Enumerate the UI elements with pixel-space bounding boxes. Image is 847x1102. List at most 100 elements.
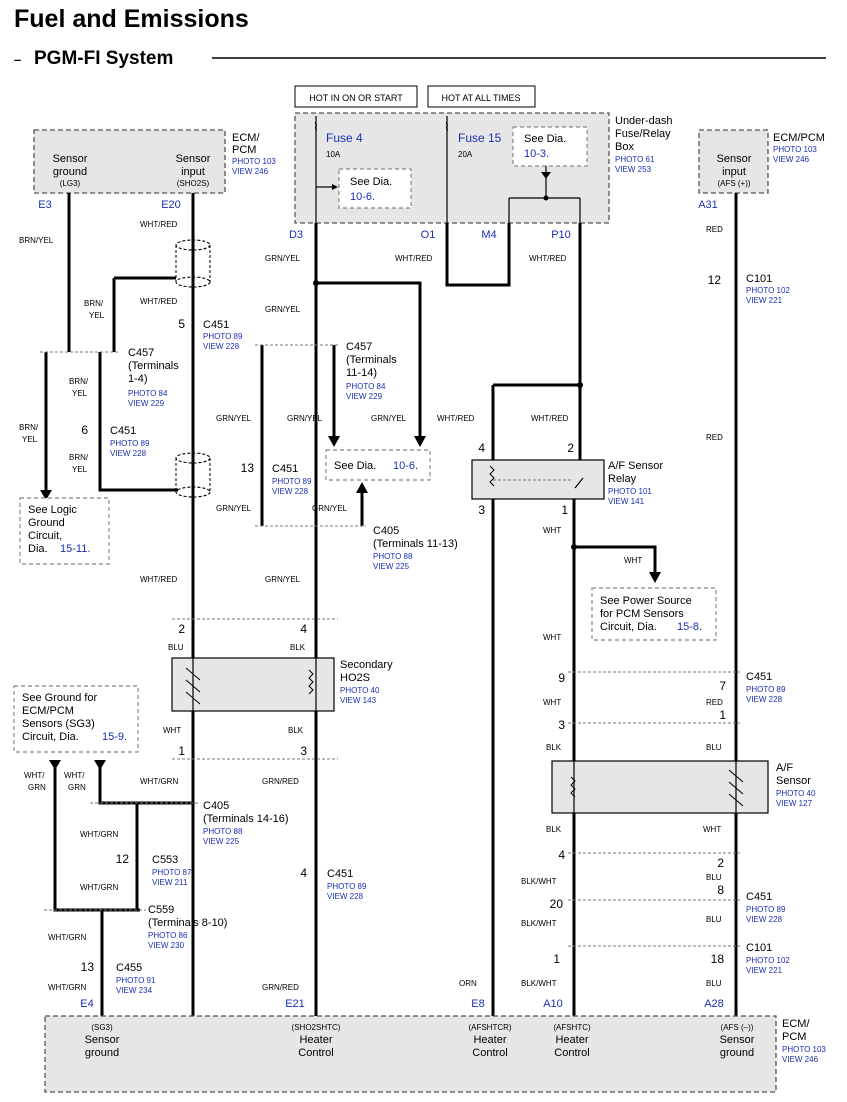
svg-text:PHOTO 101: PHOTO 101 bbox=[608, 487, 652, 496]
svg-text:ground: ground bbox=[720, 1047, 754, 1059]
svg-text:VIEW 221: VIEW 221 bbox=[746, 966, 783, 975]
svg-text:GRN/YEL: GRN/YEL bbox=[216, 504, 252, 513]
svg-text:20A: 20A bbox=[458, 150, 473, 159]
svg-text:E21: E21 bbox=[285, 998, 305, 1010]
see-dia-10-6-center-box bbox=[325, 449, 431, 481]
svg-text:WHT: WHT bbox=[543, 526, 561, 535]
svg-text:(LG3): (LG3) bbox=[60, 179, 81, 188]
svg-text:BLK: BLK bbox=[288, 726, 304, 735]
svg-text:PHOTO 103: PHOTO 103 bbox=[232, 157, 276, 166]
svg-text:PHOTO 89: PHOTO 89 bbox=[110, 439, 150, 448]
see-power-source-box bbox=[591, 587, 717, 641]
svg-text:WHT/: WHT/ bbox=[64, 771, 85, 780]
svg-text:GRN/YEL: GRN/YEL bbox=[265, 305, 301, 314]
svg-text:BLK: BLK bbox=[290, 643, 306, 652]
svg-text:Fuse/Relay: Fuse/Relay bbox=[615, 128, 671, 140]
svg-text:VIEW 230: VIEW 230 bbox=[148, 941, 185, 950]
svg-text:Sensor: Sensor bbox=[720, 1034, 755, 1046]
svg-text:15-9.: 15-9. bbox=[102, 731, 127, 743]
hot-on-start-box bbox=[294, 85, 418, 108]
svg-text:WHT: WHT bbox=[543, 698, 561, 707]
svg-text:PHOTO 84: PHOTO 84 bbox=[128, 389, 168, 398]
svg-text:ECM/: ECM/ bbox=[782, 1018, 810, 1030]
svg-text:C455: C455 bbox=[116, 962, 142, 974]
svg-text:13: 13 bbox=[241, 461, 255, 475]
svg-text:4: 4 bbox=[300, 622, 307, 636]
svg-text:BLU: BLU bbox=[706, 915, 722, 924]
svg-text:VIEW 228: VIEW 228 bbox=[110, 449, 147, 458]
svg-text:BLK: BLK bbox=[546, 825, 562, 834]
svg-text:WHT/: WHT/ bbox=[24, 771, 45, 780]
svg-text:WHT: WHT bbox=[624, 556, 642, 565]
svg-text:Sensor: Sensor bbox=[85, 1034, 120, 1046]
svg-text:WHT: WHT bbox=[543, 633, 561, 642]
svg-text:PHOTO 89: PHOTO 89 bbox=[746, 685, 786, 694]
svg-text:GRN/RED: GRN/RED bbox=[262, 983, 299, 992]
svg-text:BRN/: BRN/ bbox=[69, 377, 89, 386]
page-title: Fuel and Emissions bbox=[14, 5, 249, 33]
svg-text:YEL: YEL bbox=[72, 465, 88, 474]
svg-text:⌇: ⌇ bbox=[313, 120, 319, 134]
svg-text:GRN/YEL: GRN/YEL bbox=[371, 414, 407, 423]
svg-text:WHT/RED: WHT/RED bbox=[140, 575, 178, 584]
svg-text:4: 4 bbox=[558, 848, 565, 862]
secondary-ho2s-box bbox=[171, 657, 335, 712]
svg-text:GRN/YEL: GRN/YEL bbox=[312, 504, 348, 513]
svg-text:BLU: BLU bbox=[706, 743, 722, 752]
svg-text:18: 18 bbox=[711, 952, 725, 966]
svg-text:M4: M4 bbox=[481, 229, 496, 241]
svg-text:GRN/YEL: GRN/YEL bbox=[287, 414, 323, 423]
svg-text:9: 9 bbox=[558, 671, 565, 685]
svg-text:Circuit,: Circuit, bbox=[28, 530, 62, 542]
svg-text:RED: RED bbox=[706, 698, 723, 707]
svg-text:GRN/YEL: GRN/YEL bbox=[265, 575, 301, 584]
svg-text:PCM: PCM bbox=[782, 1031, 806, 1043]
svg-text:C451: C451 bbox=[327, 868, 353, 880]
svg-text:10-6.: 10-6. bbox=[350, 191, 375, 203]
svg-text:4: 4 bbox=[300, 866, 307, 880]
svg-text:BLK/WHT: BLK/WHT bbox=[521, 877, 557, 886]
svg-text:Control: Control bbox=[554, 1047, 589, 1059]
svg-text:VIEW 234: VIEW 234 bbox=[116, 986, 153, 995]
svg-text:Under-dash: Under-dash bbox=[615, 115, 672, 127]
svg-text:PHOTO 40: PHOTO 40 bbox=[776, 789, 816, 798]
svg-text:See Dia.: See Dia. bbox=[524, 133, 566, 145]
svg-text:PHOTO 103: PHOTO 103 bbox=[773, 145, 817, 154]
svg-text:GRN: GRN bbox=[68, 783, 86, 792]
svg-text:Heater: Heater bbox=[473, 1034, 506, 1046]
svg-text:(AFS (–)): (AFS (–)) bbox=[721, 1023, 754, 1032]
svg-text:Sensors (SG3): Sensors (SG3) bbox=[22, 718, 95, 730]
svg-text:E8: E8 bbox=[471, 998, 484, 1010]
svg-text:(Terminals 11-13): (Terminals 11-13) bbox=[373, 538, 458, 550]
svg-text:VIEW 246: VIEW 246 bbox=[232, 167, 269, 176]
svg-text:VIEW 127: VIEW 127 bbox=[776, 799, 813, 808]
svg-text:PHOTO 89: PHOTO 89 bbox=[203, 332, 243, 341]
svg-text:(AFS (+)): (AFS (+)) bbox=[717, 179, 750, 188]
svg-text:WHT/GRN: WHT/GRN bbox=[80, 830, 118, 839]
svg-text:4: 4 bbox=[478, 441, 485, 455]
fuse-4-label: Fuse 4 bbox=[326, 131, 363, 145]
svg-text:1: 1 bbox=[178, 744, 185, 758]
svg-text:C457: C457 bbox=[346, 341, 372, 353]
svg-text:PHOTO 87: PHOTO 87 bbox=[152, 868, 192, 877]
svg-text:–: – bbox=[14, 52, 21, 67]
svg-text:PHOTO 89: PHOTO 89 bbox=[272, 477, 312, 486]
svg-text:BLK: BLK bbox=[546, 743, 562, 752]
svg-text:C457: C457 bbox=[128, 347, 154, 359]
svg-text:PHOTO 91: PHOTO 91 bbox=[116, 976, 156, 985]
svg-text:VIEW 228: VIEW 228 bbox=[272, 487, 309, 496]
svg-text:VIEW 225: VIEW 225 bbox=[373, 562, 410, 571]
svg-text:2: 2 bbox=[178, 622, 185, 636]
svg-text:PHOTO 61: PHOTO 61 bbox=[615, 155, 655, 164]
svg-text:(SG3): (SG3) bbox=[91, 1023, 113, 1032]
svg-text:RED: RED bbox=[706, 433, 723, 442]
svg-text:10-6.: 10-6. bbox=[393, 460, 418, 472]
svg-text:PHOTO 103: PHOTO 103 bbox=[782, 1045, 826, 1054]
svg-text:GRN/YEL: GRN/YEL bbox=[265, 254, 301, 263]
svg-text:VIEW 141: VIEW 141 bbox=[608, 497, 645, 506]
hot-all-times-label: HOT AT ALL TIMES bbox=[441, 93, 520, 103]
svg-text:2: 2 bbox=[717, 856, 724, 870]
svg-text:11-14): 11-14) bbox=[346, 367, 377, 379]
see-dia-10-6-box bbox=[338, 168, 412, 209]
